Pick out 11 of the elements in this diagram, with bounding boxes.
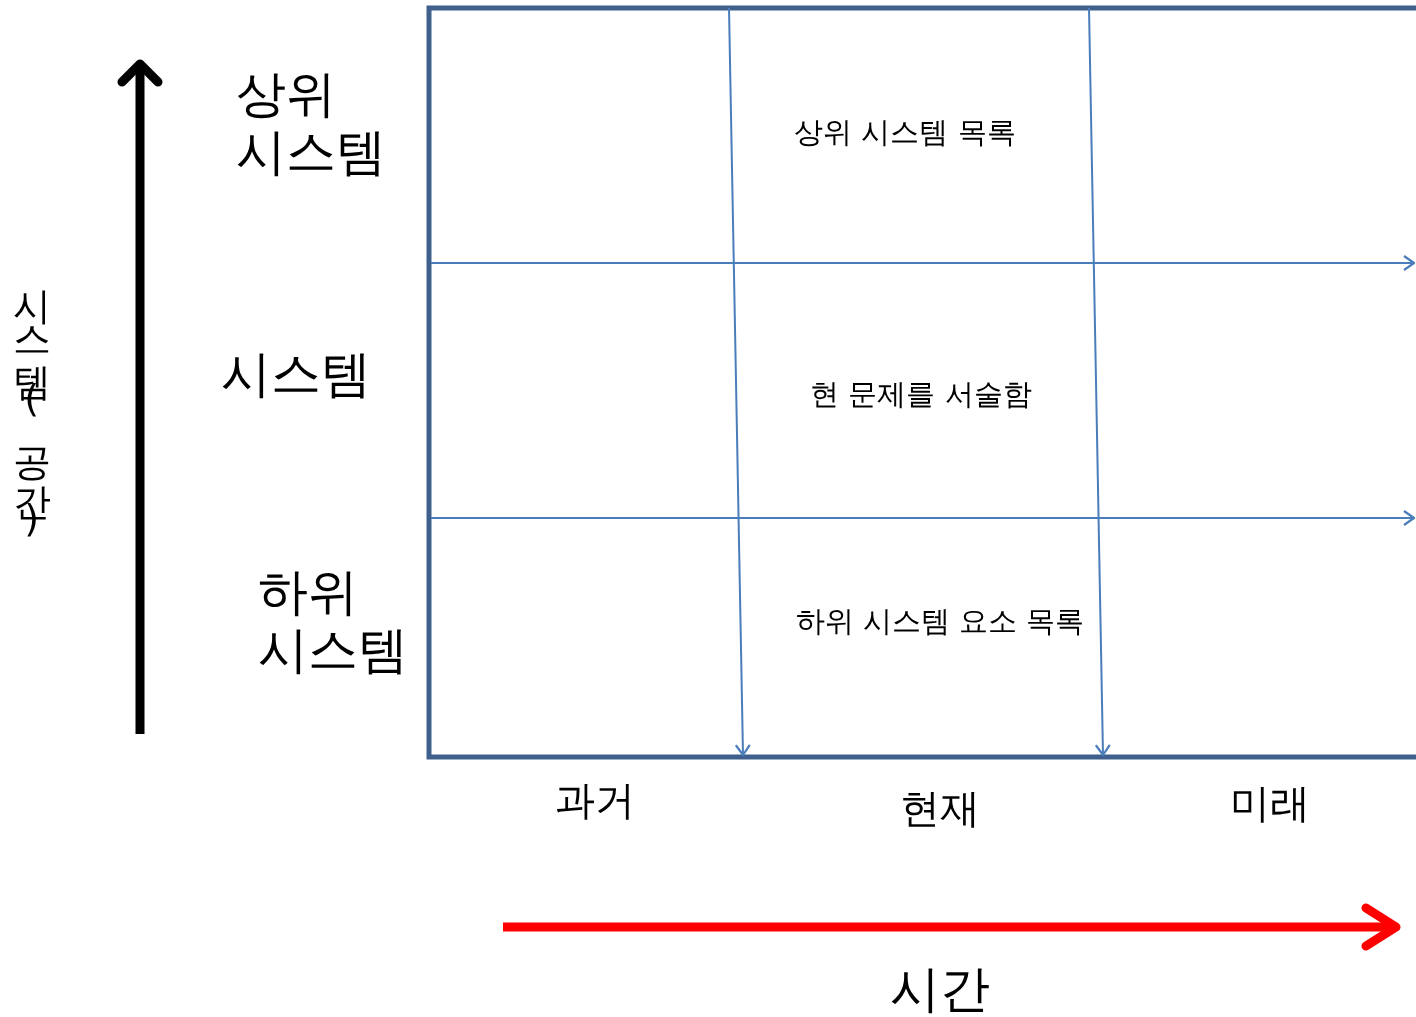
axis-label: 시스템 — [221, 346, 372, 404]
axis-label: 하위 시스템 — [258, 564, 408, 679]
axis-label: 미래 — [1230, 780, 1310, 826]
cell-text: 현 문제를 서술함 — [810, 378, 1032, 412]
cell-text: 하위 시스템 요소 목록 — [795, 605, 1085, 639]
axis-label: 현재 — [900, 785, 980, 831]
cell-text: 상위 시스템 목록 — [794, 116, 1016, 150]
axis-label: 상위 시스템 — [236, 66, 386, 181]
axis-title: 시스템(공간) — [8, 262, 54, 542]
axis-title: 시간 — [890, 961, 990, 1017]
axis-label: 과거 — [555, 777, 635, 823]
